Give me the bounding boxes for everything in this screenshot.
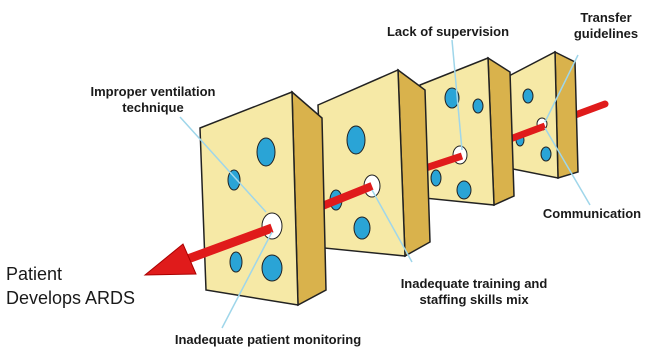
label-improper-ventilation-line2: technique (68, 100, 238, 116)
label-transfer-guidelines-line2: guidelines (560, 26, 652, 42)
label-improper-ventilation-line1: Improper ventilation (68, 84, 238, 100)
outcome-line2: Develops ARDS (6, 286, 135, 310)
label-transfer-guidelines-line1: Transfer (560, 10, 652, 26)
label-improper-ventilation: Improper ventilation technique (68, 84, 238, 116)
cheese-slice-1 (200, 92, 326, 305)
cheese-slice-2 (318, 70, 430, 256)
outcome-line1: Patient (6, 262, 135, 286)
cheese-slice-3 (420, 58, 514, 205)
outcome-label: Patient Develops ARDS (6, 262, 135, 310)
label-communication: Communication (530, 206, 654, 222)
label-inadequate-training-line2: staffing skills mix (374, 292, 574, 308)
cheese-slice-4 (505, 52, 578, 178)
arrow-head (145, 244, 196, 275)
label-inadequate-training-line1: Inadequate training and (374, 276, 574, 292)
label-inadequate-monitoring: Inadequate patient monitoring (148, 332, 388, 348)
label-inadequate-training: Inadequate training and staffing skills … (374, 276, 574, 308)
label-transfer-guidelines: Transfer guidelines (560, 10, 652, 42)
label-lack-of-supervision: Lack of supervision (368, 24, 528, 40)
